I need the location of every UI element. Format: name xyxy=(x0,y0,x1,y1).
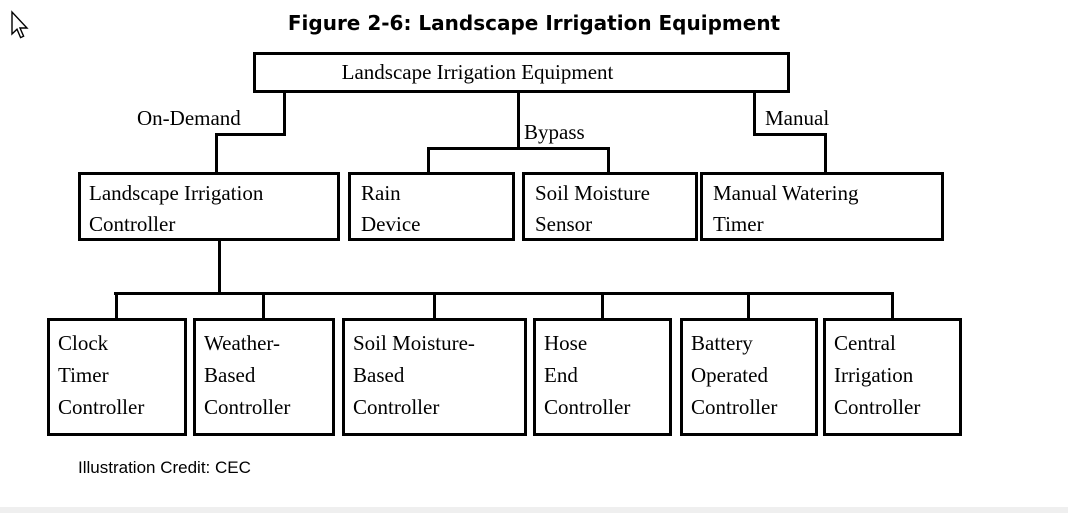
connector-children-bar xyxy=(114,292,894,295)
node-rain-device: Rain Device xyxy=(348,172,515,241)
connector-on-demand-to-controller xyxy=(215,133,218,172)
figure-title: Figure 2-6: Landscape Irrigation Equipme… xyxy=(287,11,781,35)
connector-bypass-to-rain xyxy=(427,147,430,172)
branch-label-manual: Manual xyxy=(765,106,830,130)
branch-label-bypass: Bypass xyxy=(524,120,585,144)
node-hose-end-controller: Hose End Controller xyxy=(533,318,672,436)
node-soil-moisture-based-controller: Soil Moisture- Based Controller xyxy=(342,318,527,436)
node-manual-watering-timer: Manual Watering Timer xyxy=(700,172,944,241)
connector-bar-to-soil-based xyxy=(433,292,436,321)
node-battery-operated-controller: Battery Operated Controller xyxy=(680,318,818,436)
connector-bar-to-battery xyxy=(747,292,750,321)
connector-bar-to-central xyxy=(891,292,894,321)
illustration-credit: Illustration Credit: CEC xyxy=(78,458,251,477)
connector-bypass-bar xyxy=(427,147,610,150)
node-landscape-irrigation-equipment: Landscape Irrigation Equipment xyxy=(253,52,790,93)
connector-on-demand-drop xyxy=(283,91,286,136)
window-bottom-edge xyxy=(0,507,1068,513)
connector-bar-to-weather xyxy=(262,292,265,321)
connector-on-demand-horizontal xyxy=(215,133,286,136)
connector-manual-drop xyxy=(753,91,756,136)
node-central-irrigation-controller: Central Irrigation Controller xyxy=(823,318,962,436)
connector-bypass-drop xyxy=(517,91,520,150)
node-landscape-irrigation-controller: Landscape Irrigation Controller xyxy=(78,172,340,241)
connector-manual-to-timer xyxy=(824,133,827,172)
node-clock-timer-controller: Clock Timer Controller xyxy=(47,318,187,436)
node-soil-moisture-sensor: Soil Moisture Sensor xyxy=(522,172,698,241)
connector-bypass-to-soil-sensor xyxy=(607,147,610,172)
branch-label-on-demand: On-Demand xyxy=(137,106,241,130)
mouse-cursor-icon xyxy=(11,10,29,39)
connector-controller-drop xyxy=(218,238,221,295)
connector-manual-horizontal xyxy=(753,133,827,136)
connector-bar-to-clock xyxy=(115,292,118,321)
connector-bar-to-hose xyxy=(601,292,604,321)
node-weather-based-controller: Weather- Based Controller xyxy=(193,318,335,436)
